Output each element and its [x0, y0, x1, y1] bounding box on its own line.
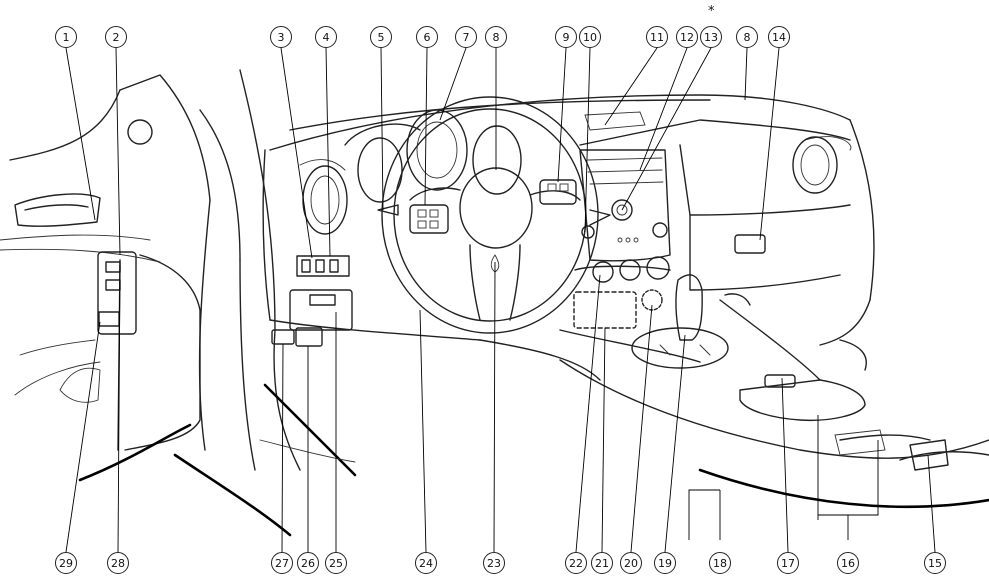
callout-11: 11	[646, 26, 668, 48]
callout-26: 26	[297, 552, 319, 574]
callout-5: 5	[370, 26, 392, 48]
callout-2-text: 2	[112, 30, 120, 44]
steering-wheel	[377, 96, 611, 334]
callout-25-text: 25	[329, 556, 343, 570]
a-pillar	[173, 69, 357, 537]
door-panel	[0, 74, 211, 482]
callout-16-text: 16	[841, 556, 855, 570]
callout-27: 27	[271, 552, 293, 574]
callout-5-text: 5	[377, 30, 385, 44]
callout-4: 4	[315, 26, 337, 48]
center-console	[479, 274, 989, 509]
callout-29-text: 29	[59, 556, 73, 570]
callout-14-text: 14	[772, 30, 786, 44]
callout-21-text: 21	[595, 556, 609, 570]
callout-3-text: 3	[277, 30, 285, 44]
callout-10-text: 10	[583, 30, 597, 44]
callout-7-text: 7	[462, 30, 470, 44]
callout-19-text: 19	[658, 556, 672, 570]
callout-22: 22	[565, 552, 587, 574]
callout-16: 16	[837, 552, 859, 574]
callout-21: 21	[591, 552, 613, 574]
callout-20-text: 20	[624, 556, 638, 570]
callout-8-second-text: 8	[743, 30, 751, 44]
leader-lines	[65, 47, 936, 553]
callout-25: 25	[325, 552, 347, 574]
callout-28: 28	[107, 552, 129, 574]
callout-27-text: 27	[275, 556, 289, 570]
callout-14: 14	[768, 26, 790, 48]
callout-6-text: 6	[423, 30, 431, 44]
callout-26-text: 26	[301, 556, 315, 570]
callout-13: 13	[700, 26, 722, 48]
callout-18: 18	[709, 552, 731, 574]
callout-1-text: 1	[62, 30, 70, 44]
callout-19: 19	[654, 552, 676, 574]
callout-15: 15	[924, 552, 946, 574]
callout-20: 20	[620, 552, 642, 574]
callout-2: 2	[105, 26, 127, 48]
center-stack	[573, 111, 671, 329]
callout-8: 8	[485, 26, 507, 48]
callout-1: 1	[55, 26, 77, 48]
callout-28-text: 28	[111, 556, 125, 570]
instrument-cluster	[344, 109, 522, 203]
callout-7: 7	[455, 26, 477, 48]
callout-15-text: 15	[928, 556, 942, 570]
callout-12: 12	[676, 26, 698, 48]
callout-10: 10	[579, 26, 601, 48]
callout-12-text: 12	[680, 30, 694, 44]
callout-3: 3	[270, 26, 292, 48]
callout-18-text: 18	[713, 556, 727, 570]
callout-24-text: 24	[419, 556, 433, 570]
callout-23: 23	[483, 552, 505, 574]
callout-24: 24	[415, 552, 437, 574]
callout-29: 29	[55, 552, 77, 574]
callout-9: 9	[555, 26, 577, 48]
callout-9-text: 9	[562, 30, 570, 44]
callout-8-text: 8	[492, 30, 500, 44]
callout-11-text: 11	[650, 30, 664, 44]
callout-17-text: 17	[781, 556, 795, 570]
callout-23-text: 23	[487, 556, 501, 570]
callout-17: 17	[777, 552, 799, 574]
callout-4-text: 4	[322, 30, 330, 44]
callout-22-text: 22	[569, 556, 583, 570]
callout-8-second: 8	[736, 26, 758, 48]
callout-13-text: 13	[704, 30, 718, 44]
asterisk-mark: *	[708, 4, 715, 19]
callout-6: 6	[416, 26, 438, 48]
dashboard-shell	[262, 94, 875, 347]
